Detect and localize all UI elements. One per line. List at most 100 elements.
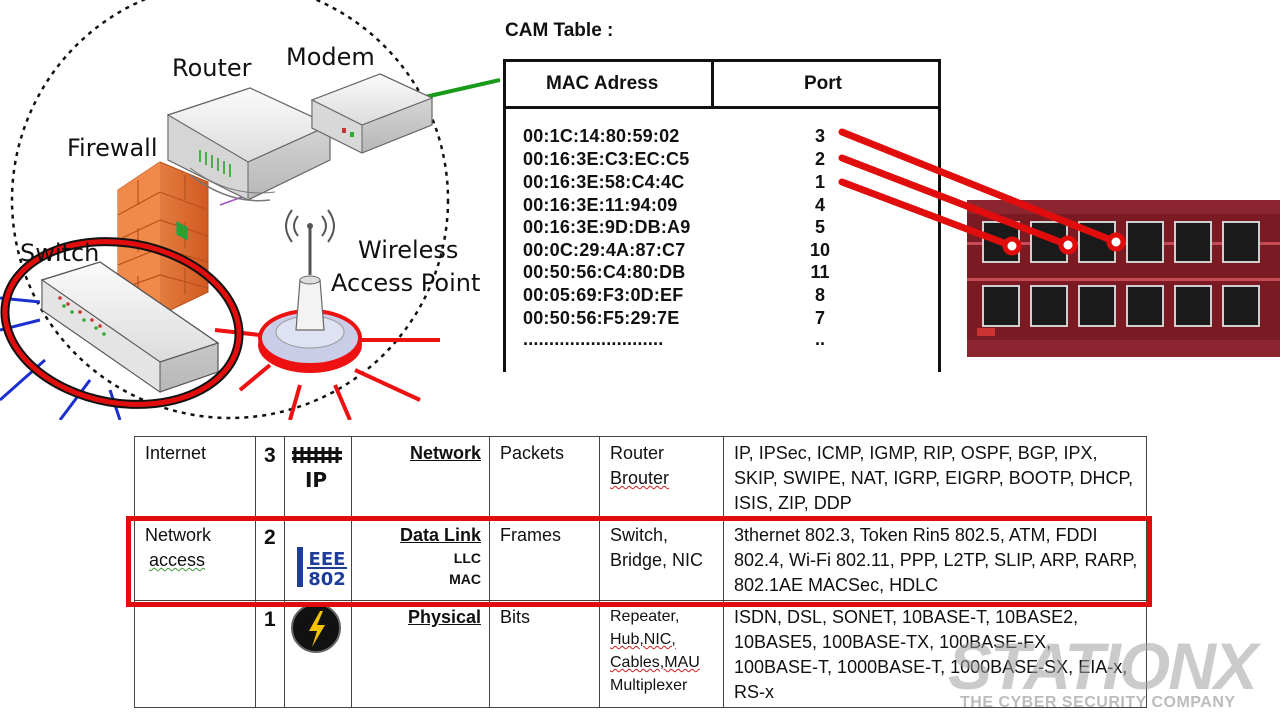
port-ellipsis: ..: [814, 329, 825, 349]
model-layer-cell: [134, 600, 256, 708]
data-link-highlight: [126, 516, 1152, 607]
switch-ports-photo: [967, 200, 1280, 357]
layer-name: Network: [409, 443, 481, 463]
watermark-brand: STATIONX: [948, 629, 1258, 703]
device-item: Brouter: [610, 468, 670, 488]
device-item: Hub,NIC,: [610, 631, 676, 648]
access-point-icon: [258, 209, 362, 373]
ieee-logo-cell: EEE 802: [284, 518, 352, 601]
wireless-label-line2: Access Point: [331, 269, 481, 297]
cam-row: 00:16:3E:9D:DB:A9 5: [523, 217, 843, 239]
mac-column-header: MAC Adress: [546, 73, 659, 94]
cam-row-ellipsis: ........................... ..: [523, 329, 843, 351]
firewall-icon: [117, 161, 209, 316]
protocols-cell: ISDN, DSL, SONET, 10BASE-T, 10BASE2, 10B…: [723, 600, 1147, 708]
device-item: Router: [610, 443, 665, 463]
wan-link: [424, 78, 501, 99]
cam-row: 00:05:69:F3:0D:EF 8: [523, 285, 843, 307]
device-item: Switch,: [610, 525, 669, 545]
firewall-label: Firewall: [67, 134, 158, 162]
tcpip-layer-table: Internet 3 IP Network Packets Router Bro…: [134, 436, 1147, 708]
port-number: 7: [814, 308, 825, 328]
layer-name-cell: Network: [351, 436, 490, 519]
device-item: Cables,MAU: [610, 654, 700, 671]
layer-name-cell: Physical: [351, 600, 490, 708]
device-item: Repeater,: [610, 608, 680, 625]
cam-table: MAC Adress Port 00:1C:14:80:59:02 3 00:1…: [503, 59, 941, 372]
header-divider: [711, 62, 714, 106]
layer-name-cell: Data Link LLC MAC: [351, 518, 490, 601]
modem-label: Modem: [286, 43, 375, 71]
port-number: 4: [814, 195, 825, 215]
mac-ellipsis: ...........................: [523, 329, 664, 349]
mac-address: 00:16:3E:9D:DB:A9: [523, 217, 691, 237]
port-column-header: Port: [804, 73, 842, 94]
svg-text:EEE: EEE: [309, 549, 346, 570]
layer-name: Data Link: [399, 525, 481, 545]
cam-row: 00:50:56:F5:29:7E 7: [523, 308, 843, 330]
port-number: 1: [814, 172, 825, 192]
watermark-tagline: THE CYBER SECURITY COMPANY: [960, 694, 1236, 711]
cam-row: 00:0C:29:4A:87:C7 10: [523, 240, 843, 262]
mac-address: 00:16:3E:58:C4:4C: [523, 172, 685, 192]
ip-logo-cell: IP: [284, 436, 352, 519]
mac-address: 00:16:3E:C3:EC:C5: [523, 149, 690, 169]
router-icon: [166, 87, 332, 241]
devices-cell: Repeater, Hub,NIC, Cables,MAU Multiplexe…: [599, 600, 724, 708]
cam-table-panel: CAM Table : MAC Adress Port 00:1C:14:80:…: [500, 0, 945, 372]
device-item: Bridge, NIC: [610, 550, 704, 570]
switch-ports-graphic: [967, 200, 1280, 357]
wireless-label-line1: Wireless: [358, 236, 459, 264]
sublayer-llc: LLC: [453, 550, 481, 566]
layer-number: 3: [255, 436, 285, 519]
cam-row: 00:16:3E:58:C4:4C 1: [523, 172, 843, 194]
svg-text:802: 802: [308, 569, 346, 590]
layer-name: Physical: [407, 607, 481, 627]
mac-address: 00:0C:29:4A:87:C7: [523, 240, 686, 260]
ip-logo-text: IP: [305, 468, 327, 492]
devices-cell: Switch, Bridge, NIC: [599, 518, 724, 601]
layer-number: 1: [255, 600, 285, 708]
port-number: 11: [810, 262, 830, 282]
mac-address: 00:1C:14:80:59:02: [523, 126, 680, 146]
protocols-cell: 3thernet 802.3, Token Rin5 802.5, ATM, F…: [723, 518, 1147, 601]
ieee-802-logo: EEE 802: [297, 547, 347, 590]
table-row-physical: 1 Physical Bits Repeater, Hub,NIC, Cable…: [134, 600, 1147, 708]
layer-number: 2: [255, 518, 285, 601]
network-diagram: Router Modem Firewall Switch Wireless Ac…: [0, 0, 501, 421]
port-number: 3: [814, 126, 825, 146]
switch-highlight-ring: [2, 239, 242, 407]
cam-row: 00:16:3E:11:94:09 4: [523, 195, 843, 217]
port-number: 8: [814, 285, 825, 305]
sublayer-mac: MAC: [449, 571, 481, 587]
railway-ip-icon: IP: [292, 447, 342, 492]
model-layer-cell: Internet: [134, 436, 256, 519]
lightning-icon: [291, 603, 341, 653]
cam-table-title: CAM Table :: [505, 20, 614, 41]
port-number: 10: [809, 240, 831, 260]
table-row-internet: Internet 3 IP Network Packets Router Bro…: [134, 436, 1147, 519]
cam-row: 00:16:3E:C3:EC:C5 2: [523, 149, 843, 171]
router-label: Router: [172, 54, 252, 82]
cam-row: 00:50:56:C4:80:DB 11: [523, 262, 843, 284]
port-number: 2: [814, 149, 825, 169]
cam-table-header: MAC Adress Port: [506, 62, 938, 109]
cam-row: 00:1C:14:80:59:02 3: [523, 126, 843, 148]
mac-address: 00:50:56:F5:29:7E: [523, 308, 680, 328]
mac-address: 00:16:3E:11:94:09: [523, 195, 678, 215]
switch-label: Switch: [20, 239, 100, 267]
switch-icon: [40, 261, 220, 393]
device-item: Multiplexer: [610, 677, 688, 694]
pdu-cell: Bits: [489, 600, 600, 708]
network-diagram-graphic: [0, 0, 501, 421]
mac-address: 00:50:56:C4:80:DB: [523, 262, 686, 282]
physical-logo-cell: [284, 600, 352, 708]
protocols-cell: IP, IPSec, ICMP, IGMP, RIP, OSPF, BGP, I…: [723, 436, 1147, 519]
modem-icon: [310, 73, 434, 154]
pdu-cell: Packets: [489, 436, 600, 519]
network-boundary: [10, 0, 450, 420]
mac-address: 00:05:69:F3:0D:EF: [523, 285, 684, 305]
